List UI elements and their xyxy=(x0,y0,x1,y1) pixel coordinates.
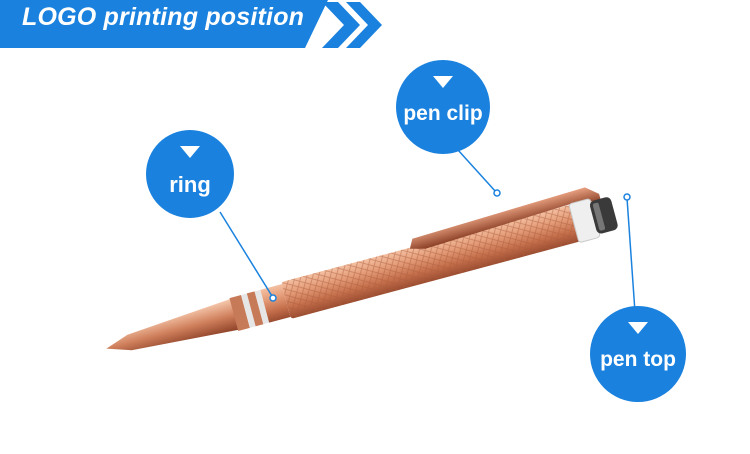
ring-band xyxy=(254,289,270,325)
ring-band xyxy=(229,294,250,331)
callout-pen-top-label: pen top xyxy=(600,348,676,371)
leader-dot-top xyxy=(623,193,631,201)
callout-pen-top: pen top xyxy=(590,306,686,402)
leader-line-top xyxy=(626,197,636,313)
leader-line-ring xyxy=(219,211,273,297)
pen-top-cap-shine xyxy=(592,202,606,231)
callout-ring-label: ring xyxy=(169,172,211,197)
triangle-down-icon xyxy=(180,146,200,158)
leader-dot-ring xyxy=(269,294,277,302)
chevron-right-icon xyxy=(346,2,382,48)
callout-pen-clip: pen clip xyxy=(396,60,490,154)
pen-tip xyxy=(106,298,240,351)
barrel-texture xyxy=(281,205,581,319)
ring-band xyxy=(260,284,291,323)
leader-line-clip xyxy=(457,149,497,193)
callout-pen-clip-label: pen clip xyxy=(403,102,483,125)
chevron-right-icon xyxy=(322,2,360,48)
banner-title: LOGO printing position xyxy=(22,3,305,31)
callout-ring: ring xyxy=(146,130,234,218)
triangle-down-icon xyxy=(628,322,648,334)
ring-band xyxy=(246,291,264,327)
banner-background xyxy=(0,0,328,48)
header-banner xyxy=(0,0,382,48)
ring-band xyxy=(241,293,256,328)
pen-clip xyxy=(409,187,602,249)
leader-dot-clip xyxy=(493,189,501,197)
triangle-down-icon xyxy=(433,76,453,88)
pen xyxy=(106,187,618,351)
